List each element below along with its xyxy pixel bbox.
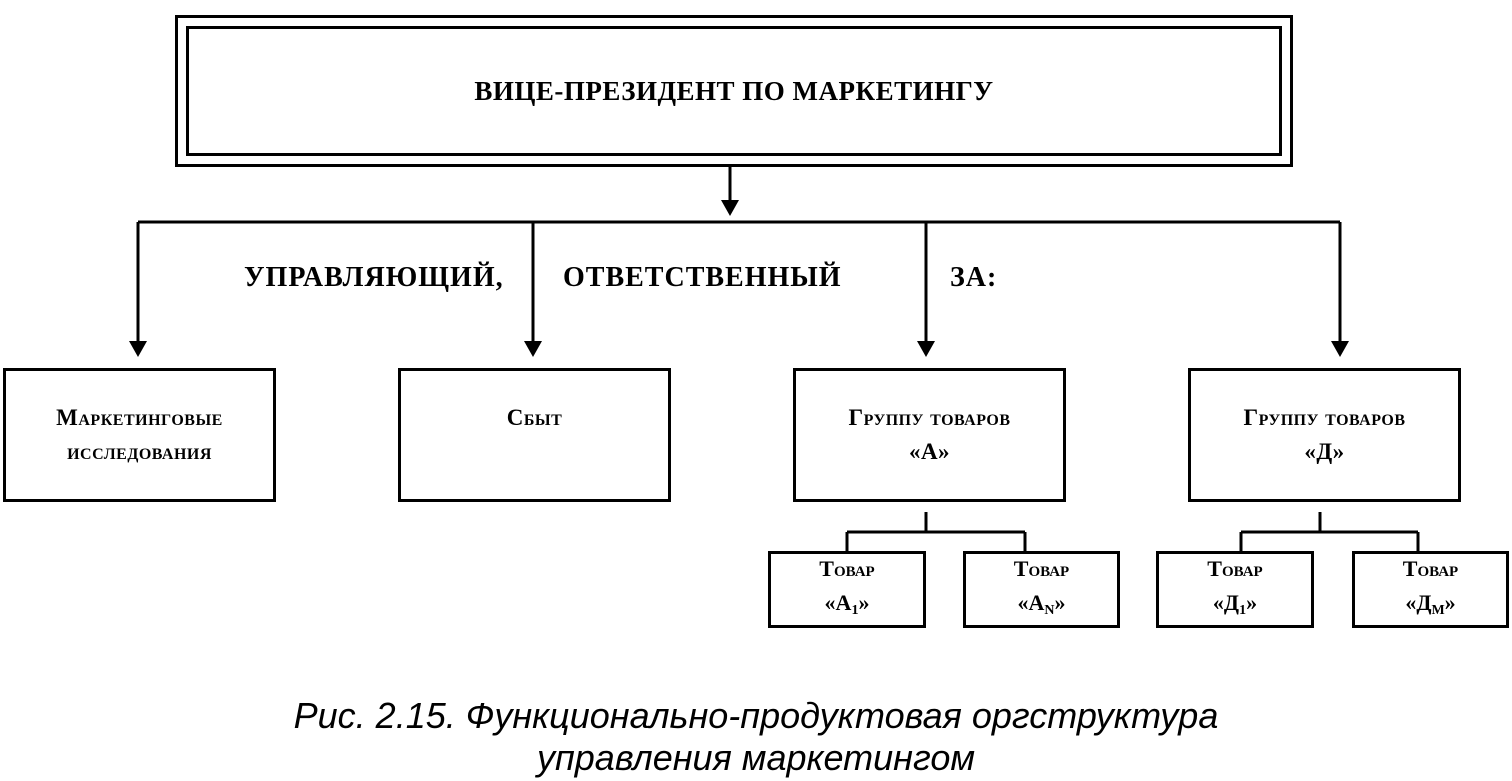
department-label-line2: «Д» [1304,439,1345,464]
banner-text-responsible: ОТВЕТСТВЕННЫЙ [563,262,842,293]
product-code: «Д1» [1212,589,1258,618]
figure-caption-line2: управления маркетингом [536,737,976,778]
department-label-line2: «А» [908,439,951,464]
banner-text-managing: УПРАВЛЯЮЩИЙ, [244,262,504,293]
product-label: Товар [1207,555,1263,581]
figure-caption-line1: Рис. 2.15. Функционально-продуктовая орг… [293,695,1219,736]
product-code: «ДМ» [1405,589,1456,618]
arrowhead-group-a [917,341,935,357]
department-box-product-group-a: Группу товаров «А» [793,368,1066,502]
product-code: «АN» [1017,589,1066,618]
department-label-line1: Маркетинговые [56,405,223,430]
arrowhead-sales [524,341,542,357]
department-label-line1: Сбыт [506,405,563,430]
department-label-line2: исследования [67,439,212,464]
product-label: Товар [1013,555,1070,581]
department-box-sales: Сбыт [398,368,671,502]
product-box-dm: Товар «ДМ» [1352,551,1509,628]
arrowhead-group-d [1331,341,1349,357]
department-box-marketing-research: Маркетинговые исследования [3,368,276,502]
department-label-line1: Группу товаров [848,405,1011,430]
banner-text-for: ЗА: [950,262,998,293]
department-box-product-group-d: Группу товаров «Д» [1188,368,1461,502]
arrowhead-research [129,341,147,357]
product-box-an: Товар «АN» [963,551,1120,628]
product-box-d1: Товар «Д1» [1156,551,1314,628]
vice-president-title: ВИЦЕ-ПРЕЗИДЕНТ ПО МАРКЕТИНГУ [474,75,994,106]
department-label-line1: Группу товаров [1243,405,1406,430]
product-box-a1: Товар «А1» [768,551,926,628]
vice-president-inner-frame: ВИЦЕ-ПРЕЗИДЕНТ ПО МАРКЕТИНГУ [186,26,1282,156]
product-label: Товар [819,555,875,581]
product-code: «А1» [824,589,870,618]
product-label: Товар [1402,555,1459,581]
arrowhead-top [721,200,739,216]
vice-president-box: ВИЦЕ-ПРЕЗИДЕНТ ПО МАРКЕТИНГУ [175,15,1293,167]
